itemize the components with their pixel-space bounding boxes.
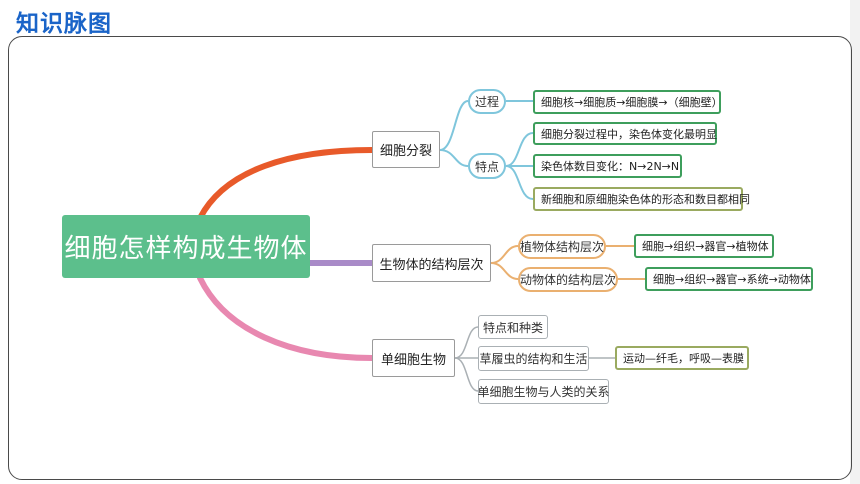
leaf-process-detail: 细胞核→细胞质→细胞膜→（细胞壁）: [533, 90, 723, 114]
leaf-animal-detail: 细胞→组织→器官→系统→动物体: [645, 267, 813, 291]
node-process: 过程: [468, 89, 506, 114]
diagram-frame: [8, 36, 852, 480]
connector-process: [439, 100, 469, 151]
root-node: 细胞怎样构成生物体: [62, 215, 310, 278]
node-plant-levels: 植物体结构层次: [518, 234, 606, 259]
node-cell-division: 细胞分裂: [372, 131, 440, 168]
node-relation-with-humans: 单细胞生物与人类的关系: [478, 379, 610, 404]
connector-features-detail-1: [505, 132, 534, 167]
connector-uni-1: [454, 326, 479, 359]
branch-line-cell-division: [197, 147, 375, 221]
node-animal-levels: 动物体的结构层次: [518, 267, 618, 292]
node-features: 特点: [468, 153, 506, 179]
leaf-plant-detail: 细胞→组织→器官→植物体: [634, 234, 774, 258]
page-title: 知识脉图: [16, 11, 112, 37]
right-side-bar: [850, 0, 860, 484]
leaf-features-detail-3: 新细胞和原细胞染色体的形态和数目都相同: [533, 187, 750, 211]
branch-line-unicellular: [197, 275, 375, 361]
connector-features: [439, 149, 469, 167]
connector-plant: [490, 245, 519, 264]
node-unicellular: 单细胞生物: [372, 339, 455, 377]
leaf-features-detail-2: 染色体数目变化：N→2N→N: [533, 154, 682, 178]
node-features-and-types: 特点和种类: [478, 315, 548, 339]
leaf-paramecium-detail: 运动—纤毛，呼吸—表膜: [615, 346, 749, 370]
node-structure-levels: 生物体的结构层次: [372, 244, 491, 282]
leaf-features-detail-1: 细胞分裂过程中，染色体变化最明显: [533, 122, 717, 145]
node-paramecium: 草履虫的结构和生活: [478, 346, 589, 371]
connector-animal: [490, 262, 519, 280]
connector-uni-3: [454, 357, 479, 392]
connector-features-detail-3: [505, 165, 534, 200]
